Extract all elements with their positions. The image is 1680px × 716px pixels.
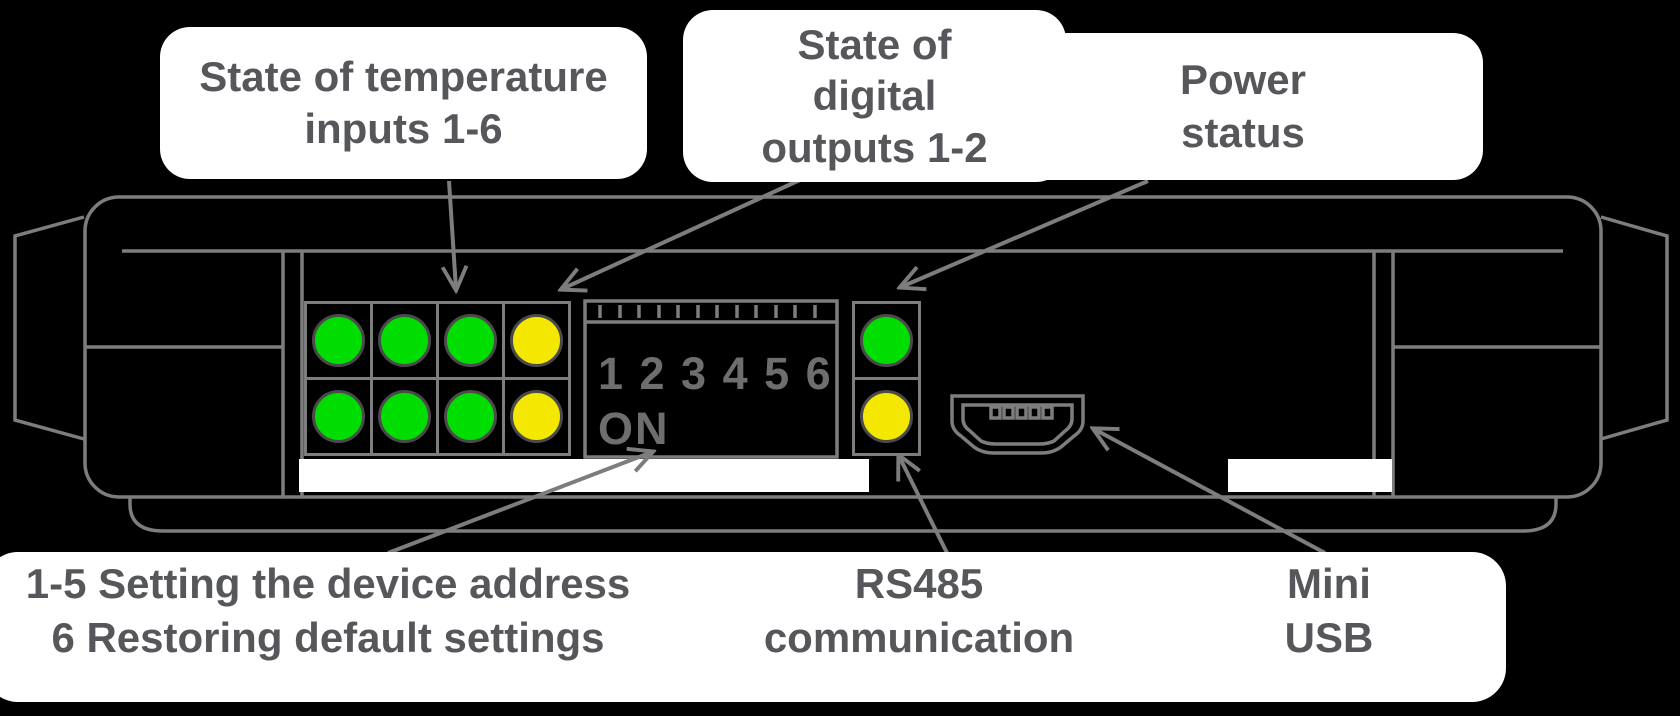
digital-output-led-cell-1 <box>505 304 568 377</box>
rs485-led <box>860 390 913 443</box>
arrow-address-switches <box>387 452 652 555</box>
temp-led-cell-1 <box>307 304 370 377</box>
temp-input-led-2 <box>378 314 431 367</box>
power-led-cell <box>855 304 918 377</box>
temp-input-led-1 <box>312 314 365 367</box>
callout-digital-outputs: State of digital outputs 1-2 <box>683 10 1066 182</box>
callout-rs485-label: RS485 communication <box>763 560 1075 661</box>
callout-digital-outputs-label: State of digital outputs 1-2 <box>761 21 988 171</box>
digital-output-led-2 <box>510 390 563 443</box>
left-mount-clip <box>13 215 85 441</box>
mini-usb-connector <box>950 394 1085 455</box>
callout-temperature-inputs-label: State of temperature inputs 1-6 <box>199 52 608 152</box>
callout-power-status-label: Power status <box>1179 55 1307 156</box>
temp-input-led-4 <box>312 390 365 443</box>
dip-switch <box>583 299 839 459</box>
panel-white-strip-right <box>1228 459 1392 492</box>
usb-pin <box>989 405 1002 420</box>
callout-address-settings-label: 1-5 Setting the device address 6 Restori… <box>25 560 631 661</box>
usb-pin <box>1015 405 1028 420</box>
digital-output-led-cell-2 <box>505 380 568 453</box>
arrow-digital-outputs <box>562 177 803 289</box>
temp-led-cell-5 <box>373 380 436 453</box>
callout-mini-usb-label: Mini USB <box>1284 560 1374 661</box>
bottom-callout: 1-5 Setting the device address 6 Restori… <box>0 552 1506 702</box>
annotation-arrows <box>387 177 1326 555</box>
rs485-led-cell <box>855 380 918 453</box>
usb-pin <box>1002 405 1015 420</box>
temp-led-cell-6 <box>439 380 502 453</box>
temp-led-cell-3 <box>439 304 502 377</box>
arrow-temperature-inputs <box>449 180 456 289</box>
dip-on-label: ON <box>598 403 670 454</box>
digital-output-led-1 <box>510 314 563 367</box>
arrow-mini-usb <box>1094 429 1326 555</box>
device-body <box>13 195 1669 533</box>
usb-pin <box>1028 405 1041 420</box>
dip-numbers: 1 2 3 4 5 6 <box>598 348 833 399</box>
temp-input-led-3 <box>444 314 497 367</box>
callout-power-status: Power status <box>1003 33 1483 180</box>
usb-pin <box>1041 405 1054 420</box>
temp-led-cell-2 <box>373 304 436 377</box>
callout-temperature-inputs: State of temperature inputs 1-6 <box>160 27 647 179</box>
arrow-rs485 <box>899 456 949 554</box>
panel-white-strip-left <box>299 459 869 492</box>
temp-input-led-6 <box>444 390 497 443</box>
power-led-block <box>852 301 921 456</box>
power-led <box>860 314 913 367</box>
arrow-power-status <box>901 179 1149 287</box>
temperature-led-block <box>304 301 571 456</box>
temp-led-cell-4 <box>307 380 370 453</box>
right-mount-clip <box>1600 215 1669 441</box>
temp-input-led-5 <box>378 390 431 443</box>
